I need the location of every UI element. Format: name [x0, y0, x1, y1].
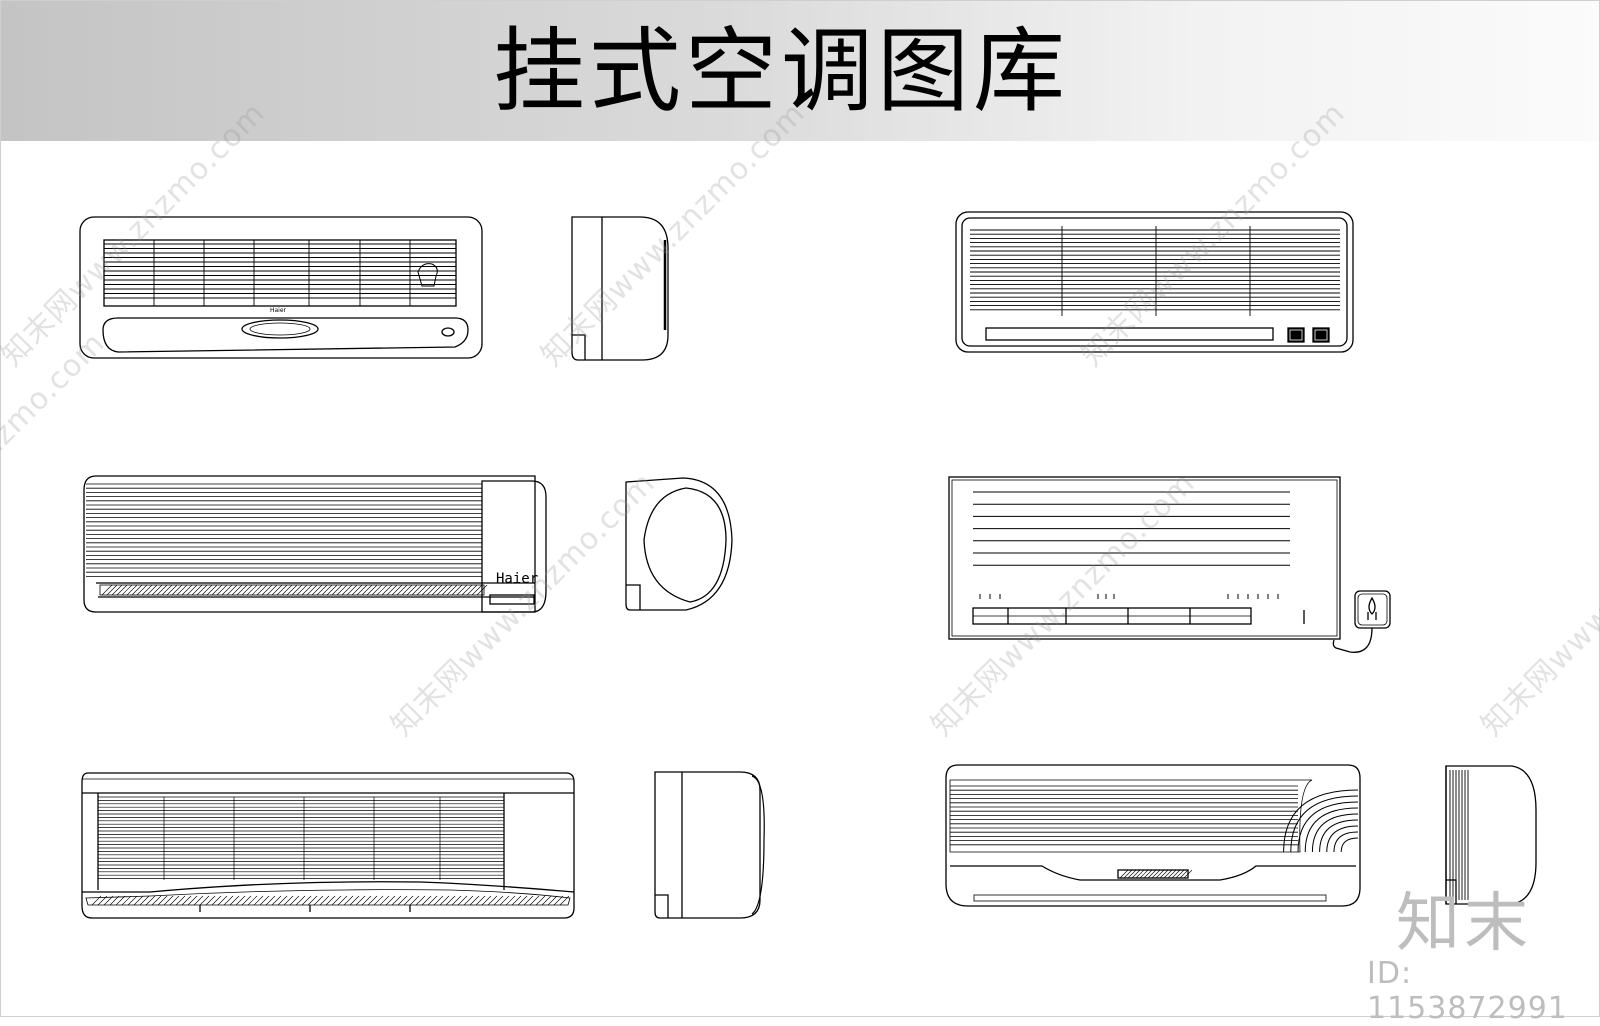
unit-1-brand: Haier [270, 307, 287, 314]
ac-unit-3-side [625, 477, 733, 611]
watermark-id: ID: 1153872991 [1367, 956, 1568, 1026]
ac-unit-1-side [571, 216, 669, 361]
ac-unit-4-front [948, 476, 1391, 653]
title-banner: 挂式空调图库 [1, 1, 1599, 141]
ac-unit-6-front [945, 764, 1361, 907]
ac-unit-5-front [81, 772, 575, 919]
ac-unit-5-side [654, 771, 765, 919]
unit-3-brand: Haier [496, 571, 538, 587]
ac-unit-1-front: Haier [79, 216, 483, 359]
ac-unit-6-side [1445, 765, 1537, 905]
watermark-logo: 知末 [1396, 887, 1532, 961]
ac-unit-2-front [955, 211, 1354, 353]
page-title: 挂式空调图库 [492, 18, 1069, 125]
ac-unit-3-front: Haier [83, 475, 547, 613]
